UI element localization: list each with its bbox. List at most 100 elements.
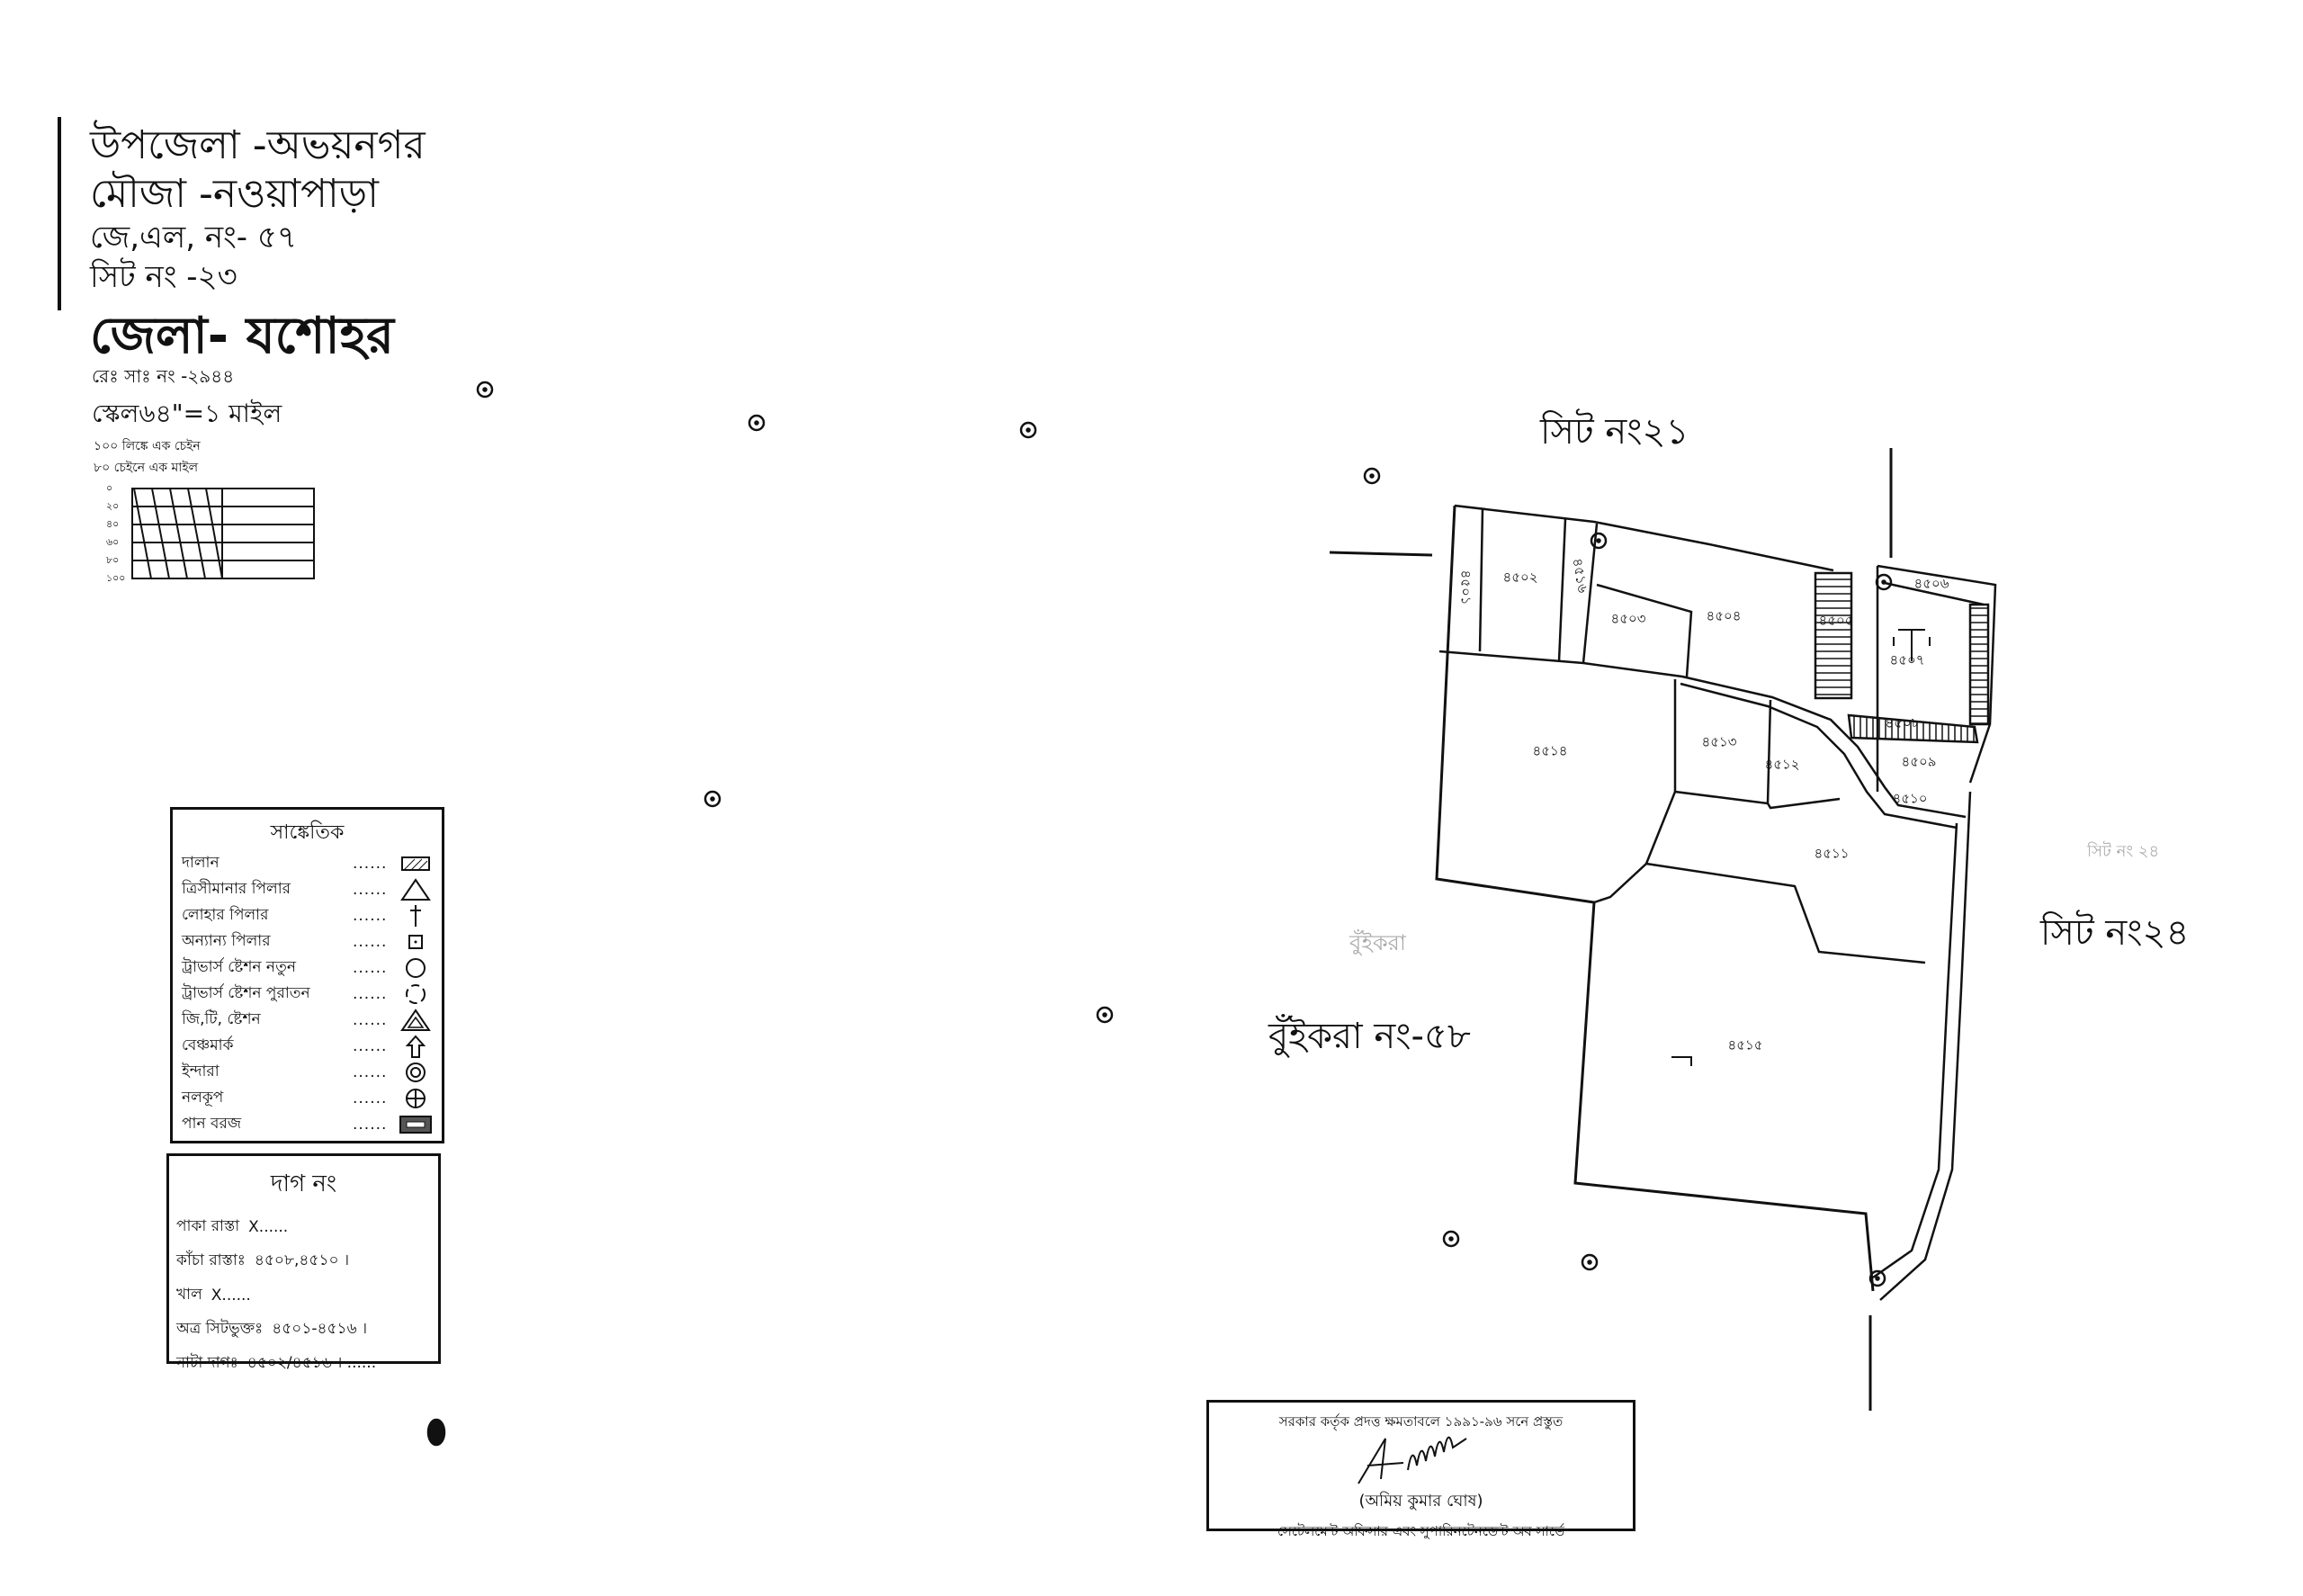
leader-dots: ...... (353, 854, 388, 873)
mouza-boundary-west (1435, 505, 1875, 1292)
plot-number[interactable]: ৪৫১৫ (1727, 1036, 1763, 1054)
leader-dots: ...... (353, 1010, 388, 1029)
legend-box: সাঙ্কেতিক দালান...... ত্রিসীমানার পিলার..… (170, 807, 444, 1143)
leader-dots: ...... (353, 880, 388, 899)
plot-number[interactable]: ৪৫০৩ (1610, 610, 1646, 627)
plot-number[interactable]: ৪৫১১ (1814, 845, 1850, 862)
plot-number[interactable]: ৪৫০৭ (1889, 651, 1925, 668)
traverse-station-icon (1590, 532, 1608, 550)
dag-row-label: পাকা রাস্তা (176, 1217, 240, 1235)
scale-tick-label: ৬০ (106, 536, 120, 548)
traverse-station-icon (1875, 573, 1893, 591)
dashed-circle-icon (406, 983, 426, 1004)
legend-item: ইন্দারা...... (173, 1059, 442, 1085)
building-icon (401, 856, 430, 871)
legend-item-label: ট্রাভার্স ষ্টেশন নতুন (182, 957, 296, 976)
scale-label: স্কেল৬৪"=১ মাইল (92, 399, 282, 428)
plot-number[interactable]: ৪৫১০ (1892, 790, 1928, 807)
dag-row: পাকা রাস্তা X...... (169, 1210, 438, 1244)
adjacent-sheet-east: সিট নং২৪ (2040, 912, 2190, 954)
legend-title: সাঙ্কেতিক (270, 821, 345, 844)
certificate-box: সরকার কর্তৃক প্রদত্ত ক্ষমতাবলে ১৯৯১-৯৬ স… (1206, 1400, 1635, 1539)
legend-item: জি,টি, ষ্টেশন...... (173, 1007, 442, 1033)
leader-dots: ...... (353, 1089, 388, 1107)
scale-tick-label: ১০০ (106, 572, 126, 584)
traverse-station-icon (1363, 467, 1381, 485)
dag-row: নাটা দাগঃ ৪৫০২/৪৫১৬ । ...... (169, 1347, 438, 1381)
circle-icon (406, 957, 426, 978)
certificate-statement: সরকার কর্তৃক প্রদত্ত ক্ষমতাবলে ১৯৯১-৯৬ স… (1278, 1413, 1564, 1430)
dag-row-value: X...... (211, 1287, 251, 1305)
legend-item: পান বরজ...... (173, 1111, 442, 1137)
dag-box: দাগ নং পাকা রাস্তাX......কাঁচা রাস্তাঃ৪৫… (166, 1153, 441, 1372)
traverse-station-icon (1096, 1006, 1114, 1024)
officer-designation: সেটেলমেন্ট অফিসার এবং সুপারিনটেনডেন্ট অব… (1277, 1523, 1565, 1539)
legend-item: অন্যান্য পিলার...... (173, 928, 442, 955)
adjacent-mouza-label: বুঁইকরা নং-৫৮ (1268, 1016, 1471, 1057)
traverse-station-icon (1581, 1253, 1599, 1271)
dag-row-label: অত্র সিটভুক্তঃ (176, 1320, 264, 1338)
legend-item: ট্রাভার্স ষ্টেশন নতুন...... (173, 955, 442, 981)
plot-number[interactable]: ৪৫১৩ (1701, 733, 1737, 750)
legend-item: বেঞ্চমার্ক...... (173, 1033, 442, 1059)
plot-number[interactable]: ৪৫০২ (1502, 569, 1538, 586)
legend-item: ট্রাভার্স ষ্টেশন পুরাতন...... (173, 981, 442, 1007)
adjacent-sheet-north: সিট নং২১ (1540, 411, 1689, 453)
dag-row-value: ৪৫০২/৪৫১৬ । ...... (246, 1354, 377, 1372)
plot-number[interactable]: ৪৫১২ (1764, 756, 1800, 773)
station-center-dot (710, 796, 715, 802)
plot-number[interactable]: ৪৫০৯ (1901, 753, 1937, 770)
plot-number[interactable]: ৪৫০৬ (1913, 575, 1949, 592)
jl-number: জে,এল, নং- ৫৭ (90, 220, 298, 256)
plot-number[interactable]: ৪৫০৫ (1818, 612, 1854, 629)
dag-row: কাঁচা রাস্তাঃ ৪৫০৮,৪৫১০ । (169, 1244, 438, 1278)
dag-row-label: নাটা দাগঃ (176, 1354, 238, 1372)
dag-row: খাল X...... (169, 1278, 438, 1313)
mouza-title: মৌজা -নওয়াপাড়া (90, 171, 379, 217)
legend-item-label: অন্যান্য পিলার (182, 931, 271, 950)
dag-row-value: X...... (248, 1218, 289, 1236)
arrow-up-icon (405, 1035, 426, 1058)
reg-number: রেঃ সাঃ নং -২৯৪৪ (92, 365, 235, 387)
legend-item-label: নলকূপ (182, 1088, 224, 1107)
double-circle-icon (406, 1062, 426, 1082)
leader-dots: ...... (353, 1063, 388, 1081)
adjacent-sheet-east-faint: সিট নং ২৪ (2087, 842, 2160, 861)
legend-item-label: ট্রাভার্স ষ্টেশন পুরাতন (182, 983, 310, 1002)
station-center-dot (1102, 1012, 1107, 1018)
scale-tick-label: ২০ (106, 500, 120, 512)
square-dot-icon (408, 934, 423, 949)
double-triangle-icon (400, 1008, 431, 1031)
triangle-icon (400, 877, 431, 901)
plot-number[interactable]: ৪৫১৪ (1532, 742, 1568, 759)
station-center-dot (1448, 1236, 1454, 1242)
legend-item-label: ত্রিসীমানার পিলার (182, 879, 291, 898)
dag-row-label: খাল (176, 1286, 202, 1304)
officer-name: (অমিয় কুমার ঘোষ) (1358, 1492, 1483, 1511)
station-center-dot (482, 387, 488, 392)
legend-item-label: ইন্দারা (182, 1062, 220, 1080)
legend-item-label: দালান (182, 853, 220, 872)
plot-number[interactable]: ৪৫০৪ (1706, 607, 1742, 624)
legend-item: লোহার পিলার...... (173, 902, 442, 928)
leader-dots: ...... (353, 1036, 388, 1055)
dag-row-value: ৪৫০৮,৪৫১০ । (254, 1251, 350, 1269)
dag-row-value: ৪৫০১-৪৫১৬ । (272, 1320, 368, 1338)
leader-dots: ...... (353, 906, 388, 925)
traverse-station-icon (748, 414, 766, 432)
legend-item-label: লোহার পিলার (182, 905, 269, 924)
dag-row-label: কাঁচা রাস্তাঃ (176, 1251, 246, 1269)
mile-note: ৮০ চেইনে এক মাইল (94, 461, 199, 475)
traverse-station-icon (1442, 1230, 1460, 1248)
station-center-dot (1026, 427, 1031, 433)
plot-number[interactable]: ৪৫০১ (1457, 569, 1474, 605)
signature (1357, 1436, 1467, 1484)
header-bracket (58, 117, 61, 310)
dag-row: অত্র সিটভুক্তঃ ৪৫০১-৪৫১৬ । (169, 1313, 438, 1347)
ink-blot (426, 1418, 446, 1447)
traverse-station-icon (1868, 1269, 1886, 1287)
station-center-dot (1875, 1276, 1880, 1281)
plot-number[interactable]: ৪৫০৮ (1885, 714, 1921, 731)
